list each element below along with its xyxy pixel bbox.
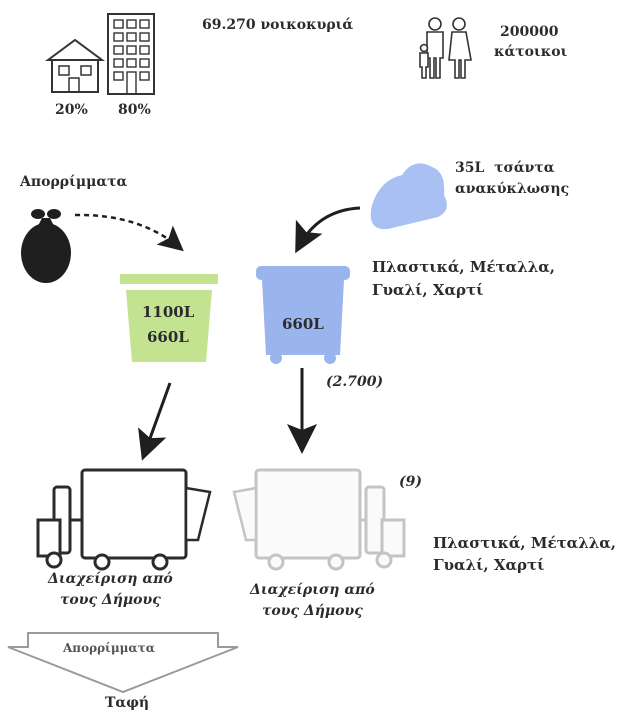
materials-right-line1: Πλαστικά, Μέταλλα, <box>433 534 617 552</box>
waste-to-bin-arrow <box>74 213 184 252</box>
house-icon <box>44 38 106 93</box>
left-truck-management-2: τους Δήμους <box>60 592 161 608</box>
landfill-arrow <box>7 632 239 694</box>
right-truck-count: (9) <box>399 474 422 490</box>
recycling-bag-icon <box>370 163 447 230</box>
materials-top-line1: Πλαστικά, Μέταλλα, <box>372 258 556 276</box>
right-recycling-truck <box>232 468 406 571</box>
blue-bin-count: (2.700) <box>326 374 384 390</box>
green-bin-capacity-2: 660L <box>147 328 189 346</box>
recycle-bag-size: 35L τσάντα <box>455 160 555 176</box>
left-garbage-truck <box>36 468 212 571</box>
waste-label: Απορρίμματα <box>20 174 128 190</box>
green-bin-capacity-1: 1100L <box>142 303 195 321</box>
landfill-label: Ταφή <box>105 695 150 711</box>
landfill-arrow-label: Απορρίμματα <box>63 641 155 655</box>
green-bin <box>120 274 218 362</box>
right-truck-management-1: Διαχείριση από <box>250 582 375 598</box>
garbage-bag-icon <box>21 209 71 283</box>
apartment-building-icon <box>107 13 155 95</box>
materials-right-line2: Γυαλί, Χαρτί <box>433 556 545 574</box>
residents-label: κάτοικοι <box>494 44 568 60</box>
blue-bin <box>256 266 350 364</box>
house-percentage: 20% <box>55 102 88 118</box>
households-label: 69.270 νοικοκυριά <box>202 17 354 33</box>
recycle-to-bin-arrow <box>295 206 361 254</box>
right-truck-management-2: τους Δήμους <box>262 603 363 619</box>
bin-to-truck-arrow-left <box>138 382 172 461</box>
left-truck-management-1: Διαχείριση από <box>48 571 173 587</box>
apartment-percentage: 80% <box>118 102 151 118</box>
recycle-bag-label: τσάντα <box>494 160 555 176</box>
materials-top-line2: Γυαλί, Χαρτί <box>372 281 484 299</box>
blue-bin-capacity: 660L <box>282 315 324 333</box>
residents-count: 200000 <box>500 24 559 40</box>
recycle-bag-size-value: 35L <box>455 160 485 176</box>
family-icon <box>419 17 472 79</box>
recycle-bag-label-2: ανακύκλωσης <box>455 181 570 197</box>
